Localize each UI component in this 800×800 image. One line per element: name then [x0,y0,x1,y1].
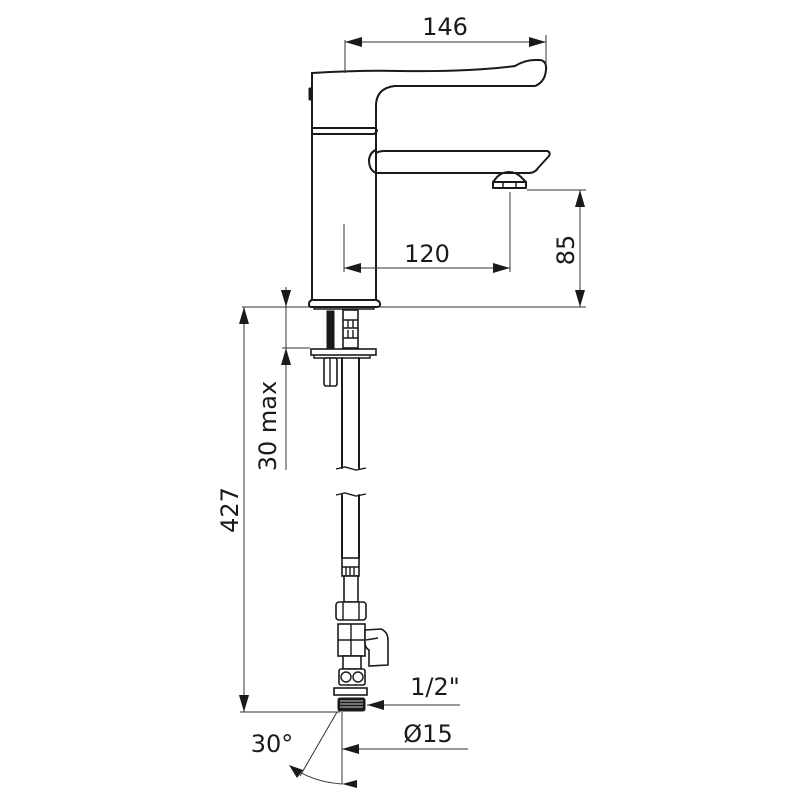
aerator-lines [502,182,517,188]
dimension-overall-reach: 146 [344,13,547,73]
threaded-end [337,697,366,712]
dimension-spout-height: 85 [380,189,586,308]
fixing-plate [310,348,377,356]
dimension-pipe-diameter: Ø15 [341,712,468,784]
dimension-deck-thickness: 30 max [242,287,310,471]
tap-body [308,59,551,310]
flexible-hose-upper [341,357,360,469]
dimension-thread: 1/2" [367,673,460,710]
flexible-hose-lower [341,494,360,559]
dimension-angle: 30° [251,711,357,788]
break-mark-top [335,466,367,471]
label-diameter: Ø15 [403,720,452,748]
label-30-max: 30 max [254,381,282,471]
threaded-stud [326,310,335,350]
valve-lever [364,628,389,667]
aerator [492,171,527,189]
hose-connector [342,309,359,349]
spout [368,149,551,174]
lever-handle [311,59,548,129]
label-thread: 1/2" [410,673,460,701]
body-column [311,72,377,301]
base-lip [313,307,375,310]
washer [333,687,368,696]
break-mark-bottom [335,492,367,497]
upper-hex-nut [335,601,367,621]
lower-hex-nut [338,668,366,686]
label-85: 85 [552,235,580,266]
valve-stem [342,655,362,670]
under-deck-assembly [310,309,389,712]
dimension-spout-reach: 120 [343,192,511,273]
label-146: 146 [422,13,468,41]
hose-tail [343,575,359,603]
body-base [308,299,381,308]
label-427: 427 [216,487,244,533]
dimension-hose-length: 427 [216,307,340,713]
body-collar [311,127,378,135]
label-120: 120 [404,240,450,268]
label-angle: 30° [251,730,294,758]
